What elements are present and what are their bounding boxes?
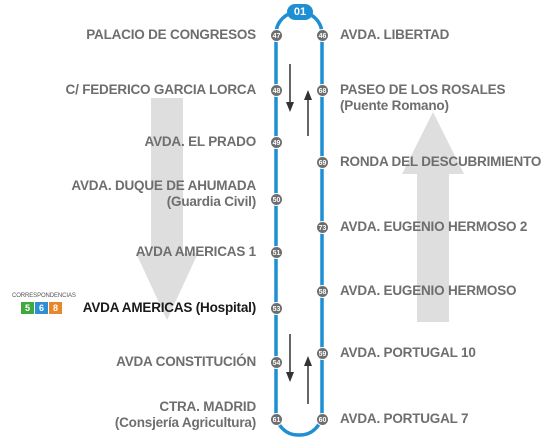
down-arrow-icon xyxy=(286,334,294,382)
stop-subname: (Consjería Agricultura) xyxy=(114,415,256,430)
stop-label-highlight: AVDA AMERICAS (Hospital) xyxy=(83,300,256,316)
stop-label: AVDA. EUGENIO HERMOSO xyxy=(340,283,517,299)
stop-label: PASEO DE LOS ROSALES(Puente Romano) xyxy=(340,82,505,114)
stop-name: AVDA. PORTUGAL 7 xyxy=(340,411,469,426)
stop-marker: 46 xyxy=(316,29,329,42)
stop-label: AVDA CONSTITUCIÓN xyxy=(116,354,256,370)
stop-name: AVDA AMERICAS 1 xyxy=(135,244,256,259)
stop-label: AVDA. DUQUE DE AHUMADA(Guardia Civil) xyxy=(71,178,256,210)
stop-marker: 53 xyxy=(270,302,283,315)
up-arrow-icon xyxy=(304,356,312,404)
stop-name: AVDA AMERICAS (Hospital) xyxy=(82,300,256,315)
down-arrow-icon xyxy=(286,64,294,112)
stop-name: RONDA DEL DESCUBRIMIENTO xyxy=(340,154,542,169)
line-number-badge: 01 xyxy=(287,4,313,20)
up-direction-bg-arrow-icon xyxy=(402,112,464,322)
stop-label: C/ FEDERICO GARCIA LORCA xyxy=(65,82,257,98)
stop-marker: 50 xyxy=(270,193,283,206)
stop-subname: (Guardia Civil) xyxy=(166,194,256,209)
stop-name: AVDA. PORTUGAL 10 xyxy=(340,345,476,360)
correspondence-line-badge: 8 xyxy=(49,302,62,314)
correspondences-title: CORRESPONDENCIAS xyxy=(12,293,76,299)
stop-marker: 68 xyxy=(316,84,329,97)
stop-marker: 48 xyxy=(270,84,283,97)
stop-marker: 69 xyxy=(316,156,329,169)
stop-marker: 58 xyxy=(316,285,329,298)
down-direction-bg-arrow-icon xyxy=(136,98,198,320)
stop-label: PALACIO DE CONGRESOS xyxy=(86,27,256,43)
stop-name: C/ FEDERICO GARCIA LORCA xyxy=(65,82,257,97)
stop-marker: 51 xyxy=(270,246,283,259)
stop-label: AVDA. PORTUGAL 10 xyxy=(340,345,476,361)
correspondence-line-badge: 5 xyxy=(21,302,34,314)
stop-label: AVDA. PORTUGAL 7 xyxy=(340,411,469,427)
stop-name: AVDA. LIBERTAD xyxy=(340,27,450,42)
stop-label: AVDA. LIBERTAD xyxy=(340,27,449,43)
stop-name: PASEO DE LOS ROSALES xyxy=(340,82,506,97)
stop-name: CTRA. MADRID xyxy=(159,399,256,414)
stop-label: CTRA. MADRID(Consjería Agricultura) xyxy=(115,399,256,431)
stop-name: AVDA. EUGENIO HERMOSO xyxy=(340,283,517,298)
stop-marker: 49 xyxy=(270,136,283,149)
up-arrow-icon xyxy=(304,90,312,136)
stop-marker: 59 xyxy=(316,347,329,360)
stop-label: AVDA. EUGENIO HERMOSO 2 xyxy=(340,219,527,235)
stop-marker: 73 xyxy=(316,221,329,234)
stop-label: AVDA. EL PRADO xyxy=(144,134,257,150)
stop-label: RONDA DEL DESCUBRIMIENTO xyxy=(340,154,541,170)
stop-marker: 60 xyxy=(316,413,329,426)
stop-name: PALACIO DE CONGRESOS xyxy=(86,27,256,42)
stop-label: AVDA AMERICAS 1 xyxy=(136,244,256,260)
correspondence-line-badge: 6 xyxy=(35,302,48,314)
stop-marker: 47 xyxy=(270,29,283,42)
stop-marker: 54 xyxy=(270,356,283,369)
stop-marker: 61 xyxy=(270,413,283,426)
stop-name: AVDA. DUQUE DE AHUMADA xyxy=(71,178,256,193)
stop-subname: (Puente Romano) xyxy=(340,98,449,113)
stop-name: AVDA. EL PRADO xyxy=(144,134,257,149)
stop-name: AVDA. EUGENIO HERMOSO 2 xyxy=(340,219,528,234)
stop-name: AVDA CONSTITUCIÓN xyxy=(116,354,256,369)
